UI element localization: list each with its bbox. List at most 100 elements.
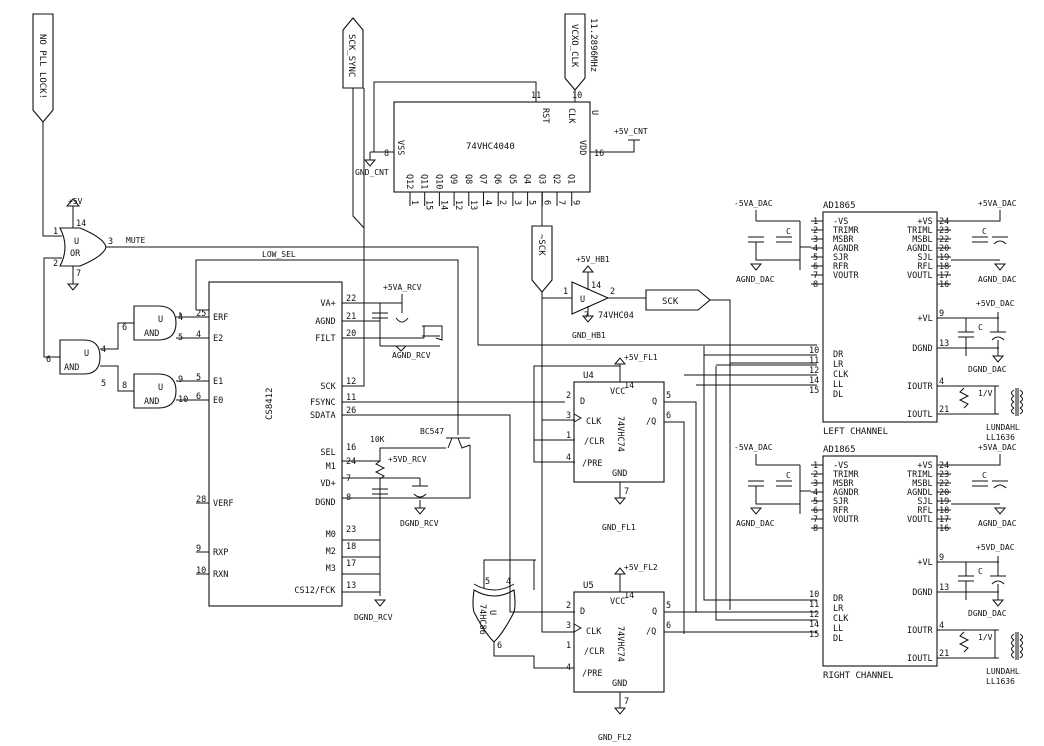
plus5vd-dac-label: +5VD_DAC: [976, 299, 1015, 308]
dgnd-rcv-label-2: DGND_RCV: [354, 613, 393, 622]
receiver-pin-number: 25: [196, 309, 206, 319]
receiver-pin-name: CS12/FCK: [294, 586, 336, 596]
freq-label: 11.2896MHz: [588, 18, 598, 72]
dac-pin-name: AGNDL: [907, 488, 933, 498]
dac-pin-name: SJR: [833, 497, 849, 507]
counter-pin-vdd: 16: [594, 149, 604, 159]
agnd-dac-label: AGND_DAC: [736, 275, 775, 284]
flipflop-pin-vcc: 14: [624, 591, 634, 601]
dac-pin-number: 20: [939, 488, 949, 498]
dac-pin-name: TRIML: [907, 226, 933, 236]
agnd-dac-label: AGND_DAC: [736, 519, 775, 528]
plus5va-dac-label: +5VA_DAC: [978, 443, 1017, 452]
dac-pin-name: DGND: [912, 344, 932, 354]
dac-pin-number: 22: [939, 479, 949, 489]
plus5vd-rcv-label: +5VD_RCV: [388, 455, 427, 464]
no-pll-lock-label: NO PLL LOCK!: [37, 34, 47, 99]
flipflop-u5: U5VCCGNDDCLK/CLR/PREQ/Q74VHC74142314567+…: [566, 563, 671, 742]
receiver-pin-name: VD+: [320, 479, 335, 489]
dac-pin-number: 5: [813, 253, 818, 263]
receiver-pin-name: FILT: [315, 334, 335, 344]
dac-pin-name: MSBR: [833, 235, 854, 245]
dac-pin-number: 8: [813, 524, 818, 534]
dac-pin-number: 15: [809, 630, 819, 640]
and2-pin8: 8: [122, 381, 127, 391]
or-pin3: 3: [108, 237, 113, 247]
flipflop-ref: U4: [583, 371, 594, 381]
dac-pin-number: 13: [939, 583, 949, 593]
dac-caption: RIGHT CHANNEL: [823, 671, 893, 681]
transformer-name: LUNDAHL: [986, 667, 1020, 676]
plus5v-fl1-label: +5V_FL1: [624, 353, 658, 362]
counter-output-pin: 12: [453, 200, 463, 210]
flipflop-pre-label: /PRE: [582, 459, 602, 469]
receiver-pin-name: E1: [213, 377, 223, 387]
buffer-u-label: U: [580, 295, 585, 305]
sck-sync-flag: SCK_SYNC: [342, 17, 364, 89]
dac-pin-number: 9: [939, 309, 944, 319]
dac-pin-number: 12: [809, 366, 819, 376]
receiver-pin-name: SEL: [320, 448, 335, 458]
and3-pin5: 5: [101, 379, 106, 389]
counter-clk-label: CLK: [566, 108, 576, 124]
flipflop-name: 74VHC74: [615, 416, 625, 452]
and2-u-label: U: [158, 383, 163, 393]
counter-output-label: Q4: [522, 174, 532, 184]
or-gate: U OR 1 2 3 14 7: [53, 219, 113, 279]
dac-pin-number: 10: [809, 346, 819, 356]
receiver-pin-number: 20: [346, 329, 356, 339]
counter-output-label: Q10: [433, 174, 443, 189]
receiver-pin-number: 16: [346, 443, 356, 453]
dac-pin-number: 5: [813, 497, 818, 507]
dac-pin-name: IOUTL: [907, 654, 933, 664]
dac-pin-name: DR: [833, 350, 844, 360]
xor-gate: U: [472, 583, 516, 643]
flipflop-clr-label: /CLR: [584, 437, 605, 447]
dac-pin-number: 18: [939, 506, 949, 516]
flipflop-vcc-label: VCC: [610, 597, 625, 607]
counter-output-label: Q11: [419, 174, 429, 189]
dac-pin-number: 14: [809, 620, 819, 630]
dac-pin-number: 17: [939, 271, 949, 281]
receiver-pin-number: 10: [196, 566, 206, 576]
xor-pin6: 6: [497, 641, 502, 651]
dac-pin-number: 17: [939, 515, 949, 525]
xor-name-label: 74HC86: [477, 604, 487, 635]
counter-output-label: Q6: [492, 174, 502, 184]
counter-rst-label: RST: [540, 108, 550, 123]
dac-pin-number: 3: [813, 479, 818, 489]
capacitor-label: C: [786, 227, 791, 236]
receiver-pin-number: 7: [346, 474, 351, 484]
and1-name-label: AND: [144, 329, 159, 339]
counter-74vhc4040: 74VHC4040 RST CLK U VSS VDD 11 10 8 16 Q…: [384, 91, 604, 210]
counter-u-label: U: [589, 110, 599, 115]
and2-name-label: AND: [144, 397, 159, 407]
dac-pin-number: 23: [939, 470, 949, 480]
receiver-pin-number: 22: [346, 294, 356, 304]
dac-pin-number: 22: [939, 235, 949, 245]
dac-pin-name: TRIML: [907, 470, 933, 480]
transformer-name: LUNDAHL: [986, 423, 1020, 432]
counter-output-label: Q3: [536, 174, 546, 184]
counter-output-pin: 1: [409, 200, 419, 205]
dac-pin-name: RFL: [917, 506, 932, 516]
dac-pin-number: 19: [939, 253, 949, 263]
vcxo-clk-flag: VCXO_CLK 11.2896MHz: [564, 13, 598, 91]
counter-output-label: Q9: [448, 174, 458, 184]
receiver-pin-number: 13: [346, 581, 356, 591]
dac-pin-number: 13: [939, 339, 949, 349]
dac-pin-name: +VS: [917, 461, 932, 471]
buffer-pin1: 1: [563, 287, 568, 297]
capacitor-label: C: [982, 471, 987, 480]
buffer-pin2: 2: [610, 287, 615, 297]
flipflop-pin-pre: 4: [566, 663, 571, 673]
dac-pin-name: RFR: [833, 506, 849, 516]
plus5vd-dac-label: +5VD_DAC: [976, 543, 1015, 552]
dac-pin-name: +VL: [917, 314, 932, 324]
sck-flag: SCK: [645, 289, 711, 311]
or-pin1: 1: [53, 227, 58, 237]
mute-label: MUTE: [126, 236, 145, 245]
dac-pin-name: MSBL: [912, 235, 932, 245]
